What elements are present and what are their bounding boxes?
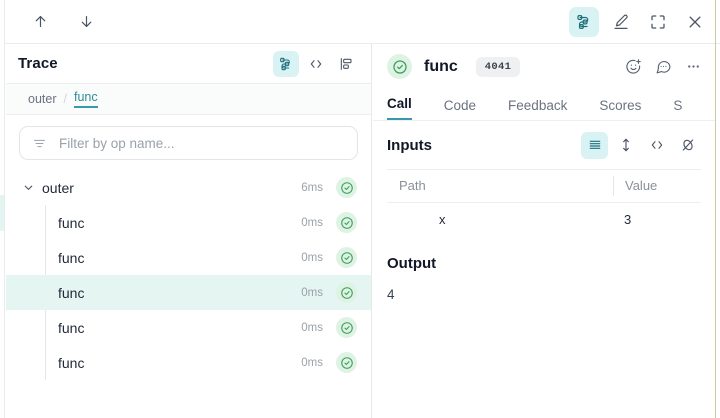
table-row[interactable]: x 3 — [387, 203, 701, 237]
call-detail-panel: func 4041 — [373, 44, 715, 418]
check-circle-icon — [336, 282, 357, 303]
trace-panel-header: Trace — [6, 44, 371, 84]
code-brackets-icon[interactable] — [643, 132, 670, 159]
stacked-layers-icon[interactable] — [569, 6, 599, 37]
tree-row-label: func — [58, 354, 85, 371]
breadcrumb-item-func[interactable]: func — [73, 90, 98, 108]
check-circle-icon — [336, 212, 357, 233]
inputs-section: Inputs — [373, 121, 715, 237]
filter-input[interactable] — [57, 134, 345, 152]
column-header-value: Value — [625, 178, 658, 193]
tree-row-duration: 0ms — [301, 321, 323, 334]
expand-vertical-icon[interactable] — [612, 132, 639, 159]
output-value: 4 — [387, 287, 395, 302]
breadcrumb-separator: / — [63, 92, 67, 106]
page-title: func — [424, 57, 458, 75]
trace-panel-title: Trace — [18, 55, 58, 72]
call-detail-tabs: Call Code Feedback Scores S — [373, 89, 715, 121]
inputs-section-header: Inputs — [387, 121, 701, 169]
trace-view-toggle-group — [273, 50, 359, 77]
tree-row-label: func — [58, 319, 85, 336]
list-view-icon[interactable] — [581, 131, 608, 159]
top-toolbar — [5, 0, 720, 44]
tree-row-duration: 0ms — [301, 251, 323, 264]
inputs-table-header: Path Value — [387, 170, 701, 203]
comment-icon[interactable] — [649, 53, 677, 81]
right-edge-divider — [715, 0, 716, 418]
tree-row[interactable]: func 0ms — [6, 240, 371, 275]
inputs-view-toggle-group — [581, 131, 701, 159]
arrow-down-icon[interactable] — [71, 7, 101, 37]
emoji-add-icon[interactable] — [619, 53, 647, 81]
tree-row-duration: 0ms — [301, 356, 323, 369]
more-horizontal-icon[interactable] — [679, 53, 707, 81]
eye-off-icon[interactable] — [674, 132, 701, 159]
trace-panel: Trace — [6, 44, 372, 418]
breadcrumb-item-outer[interactable]: outer — [28, 92, 57, 106]
tree-row[interactable]: func 0ms — [6, 205, 371, 240]
tree-row-duration: 6ms — [301, 181, 323, 194]
cell-path: x — [439, 212, 446, 227]
code-brackets-icon[interactable] — [303, 51, 329, 77]
column-header-path: Path — [399, 178, 426, 193]
stacked-layers-icon[interactable] — [273, 50, 299, 77]
call-header-actions — [619, 53, 707, 81]
output-section: Output 4 — [373, 237, 715, 302]
check-circle-icon — [336, 317, 357, 338]
tree-row[interactable]: func 0ms — [6, 310, 371, 345]
chevron-down-icon[interactable] — [22, 181, 35, 194]
tab-code[interactable]: Code — [443, 98, 477, 113]
tree-row[interactable]: func 0ms — [6, 345, 371, 380]
filter-icon — [32, 136, 47, 151]
tab-call[interactable]: Call — [387, 96, 412, 120]
inputs-title: Inputs — [387, 136, 432, 154]
check-circle-icon — [336, 247, 357, 268]
top-toolbar-nav — [25, 0, 101, 43]
filter-box[interactable] — [19, 126, 358, 160]
filter-container — [6, 115, 371, 170]
call-id-badge: 4041 — [475, 56, 521, 77]
pen-highlight-icon[interactable] — [606, 7, 636, 37]
tree-row-label: func — [58, 214, 85, 231]
output-title: Output — [387, 255, 437, 272]
flame-graph-icon[interactable] — [333, 51, 359, 77]
trace-tree: outer 6ms func 0ms func — [6, 170, 371, 380]
tab-feedback[interactable]: Feedback — [508, 98, 568, 113]
tree-row-duration: 0ms — [301, 216, 323, 229]
tree-row-selected[interactable]: func 0ms — [6, 275, 371, 310]
check-circle-icon — [336, 352, 357, 373]
check-circle-icon — [387, 54, 412, 79]
breadcrumb: outer / func — [6, 84, 371, 115]
top-toolbar-actions — [569, 0, 710, 43]
inputs-table: Path Value x 3 — [387, 169, 701, 237]
left-rail-selected-indicator — [0, 195, 4, 231]
tree-row-label: outer — [42, 179, 74, 196]
tab-scores[interactable]: Scores — [599, 98, 642, 113]
tree-row-duration: 0ms — [301, 286, 323, 299]
column-divider — [613, 176, 614, 196]
left-rail — [0, 0, 5, 418]
arrow-up-icon[interactable] — [25, 7, 55, 37]
close-x-icon[interactable] — [680, 7, 710, 37]
call-detail-header: func 4041 — [373, 44, 715, 89]
tree-row-outer[interactable]: outer 6ms — [6, 170, 371, 205]
check-circle-icon — [336, 177, 357, 198]
tree-row-label: func — [58, 284, 85, 301]
tab-summary-clipped[interactable]: S — [673, 98, 683, 113]
expand-fullscreen-icon[interactable] — [643, 7, 673, 37]
tree-row-label: func — [58, 249, 85, 266]
cell-value: 3 — [624, 212, 632, 227]
